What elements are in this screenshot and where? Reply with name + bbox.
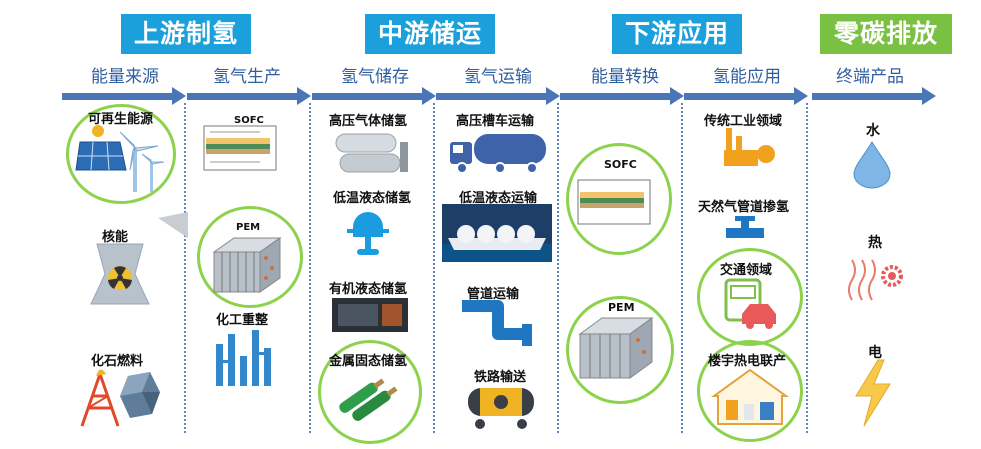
nuclear-label: 核能 — [102, 230, 129, 245]
pipeline-transport-label: 管道运输 — [467, 287, 520, 302]
banner-zero-carbon: 零碳排放 — [820, 14, 952, 54]
pem-conversion-circle — [566, 296, 674, 404]
high-pressure-storage-label: 高压气体储氢 — [329, 114, 408, 129]
divider-4 — [557, 103, 559, 433]
rail-tank-car-icon — [468, 388, 534, 429]
pipeline-icon — [462, 300, 532, 346]
bus-car-icon — [724, 278, 776, 329]
flow-arrow-3 — [312, 87, 436, 105]
rail-transport-label: 铁路输送 — [474, 370, 527, 385]
pem-production-label: PEM — [236, 222, 261, 233]
chemical-plant-icon — [216, 330, 271, 386]
flow-arrow-5 — [560, 87, 684, 105]
chem-reforming-label: 化工重整 — [216, 313, 269, 328]
traffic-label: 交通领域 — [720, 263, 773, 278]
natural-gas-blend-label: 天然气管道掺氢 — [698, 200, 790, 215]
wind-turbine-icon — [119, 131, 165, 192]
tanker-transport-label: 高压槽车运输 — [456, 114, 535, 129]
lightning-icon — [855, 359, 891, 427]
coal-icon — [120, 372, 160, 418]
solar-panel-icon — [75, 141, 127, 171]
divider-5 — [681, 103, 683, 433]
heat-label: 热 — [868, 235, 882, 251]
flow-arrow-7 — [812, 87, 936, 105]
divider-2 — [309, 103, 311, 433]
section-energy-source: 能量来源 — [91, 67, 159, 87]
flow-arrow-4 — [436, 87, 560, 105]
hydrogen-cylinders-icon — [339, 378, 398, 421]
water-label: 水 — [866, 123, 880, 139]
nuclear-plant-icon — [90, 243, 150, 305]
metal-solid-storage-label: 金属固态储氢 — [329, 354, 408, 369]
pem-production-circle — [197, 206, 303, 308]
building-chp-label: 楼宇热电联产 — [708, 354, 787, 369]
gas-cylinder-icon — [335, 133, 408, 173]
banner-midstream: 中游储运 — [365, 14, 495, 54]
pem-stack-icon — [212, 237, 282, 293]
flow-arrow-1 — [62, 87, 186, 105]
renewable-label: 可再生能源 — [88, 112, 154, 127]
ship-transport-label: 低温液态运输 — [459, 191, 538, 206]
sofc-label: SOFC — [234, 115, 264, 126]
valve-icon — [726, 216, 764, 238]
section-storage: 氢气储存 — [341, 67, 409, 87]
cryo-liquid-storage-label: 低温液态储氢 — [333, 191, 412, 206]
section-application: 氢能应用 — [713, 67, 781, 87]
banner-upstream: 上游制氢 — [121, 14, 251, 54]
banner-downstream: 下游应用 — [612, 14, 742, 54]
pointer-triangle — [158, 212, 188, 238]
section-products: 终端产品 — [836, 67, 904, 87]
metal-solid-storage-circle — [318, 340, 422, 444]
factory-icon — [724, 128, 775, 166]
organic-liquid-storage-label: 有机液态储氢 — [329, 282, 408, 297]
pem-conversion-stack-icon — [578, 317, 654, 379]
building-chp-circle — [697, 340, 803, 442]
organic-storage-device-icon — [332, 298, 408, 332]
oil-derrick-icon — [80, 369, 120, 427]
sofc-conversion-circle — [566, 143, 672, 255]
sun-icon — [92, 125, 104, 137]
electricity-label: 电 — [868, 345, 882, 361]
divider-6 — [806, 103, 808, 433]
tanker-truck-icon — [450, 134, 546, 174]
water-drop-icon — [853, 140, 891, 189]
divider-3 — [433, 103, 435, 433]
section-production: 氢气生产 — [213, 67, 281, 87]
pem-conversion-label: PEM — [608, 301, 635, 314]
cryo-tank-icon — [347, 212, 389, 255]
section-conversion: 能量转换 — [591, 67, 659, 87]
renewable-circle — [66, 104, 176, 204]
lng-ship-icon — [442, 204, 552, 262]
heat-icon — [848, 259, 903, 301]
sofc-conversion-icon — [577, 179, 651, 225]
flow-arrow-6 — [684, 87, 808, 105]
house-icon — [710, 368, 790, 425]
sofc-conversion-label: SOFC — [604, 158, 637, 171]
traditional-industry-label: 传统工业领域 — [704, 114, 783, 129]
divider-1 — [184, 103, 186, 433]
fossil-label: 化石燃料 — [91, 354, 144, 369]
flow-arrow-2 — [187, 87, 311, 105]
sofc-fuel-cell-icon — [203, 125, 277, 171]
section-transport: 氢气运输 — [464, 67, 532, 87]
